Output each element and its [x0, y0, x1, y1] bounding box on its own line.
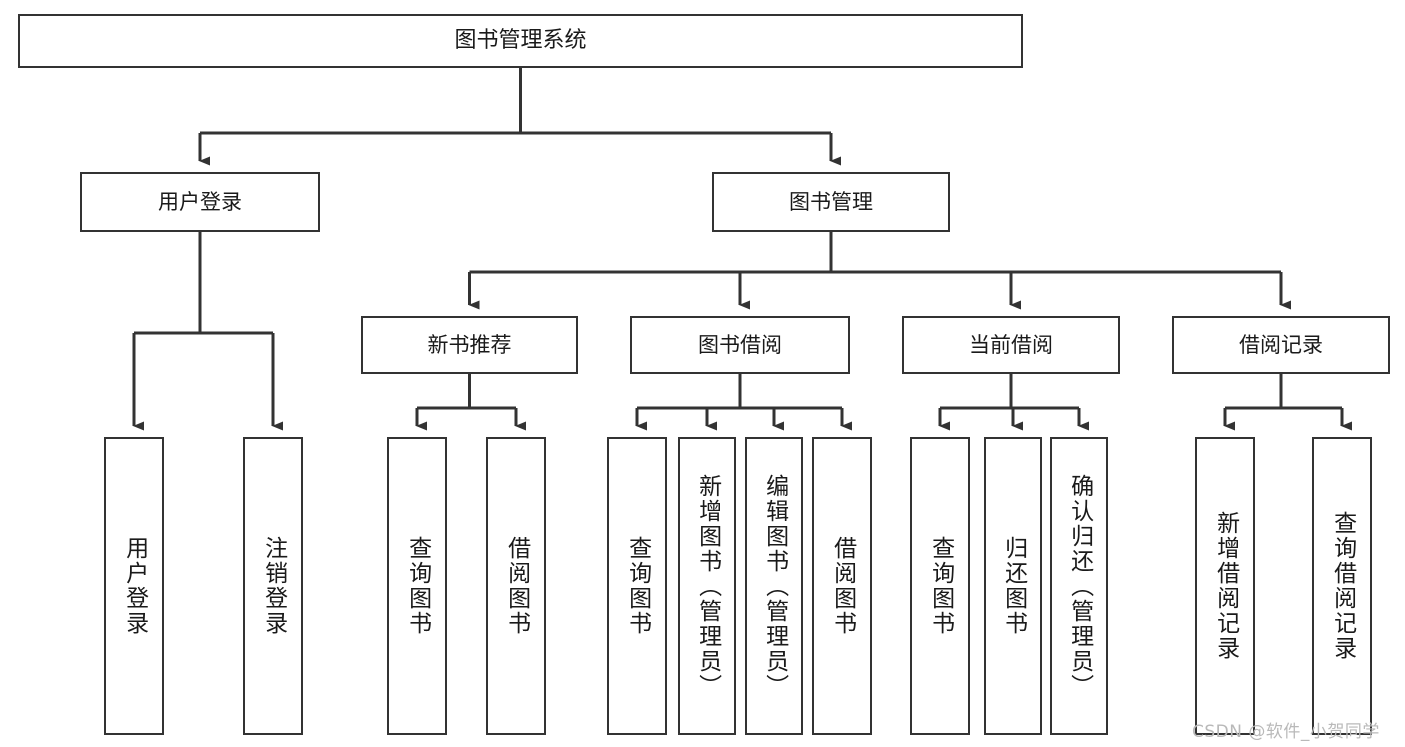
- node-label: 查询借阅记录: [1329, 511, 1356, 661]
- node-leaf-add-borrow-record[interactable]: 新增借阅记录: [1195, 437, 1255, 735]
- node-label: 用户登录: [158, 189, 242, 214]
- node-label: 注销登录: [260, 536, 287, 636]
- node-leaf-borrow-book-new[interactable]: 借阅图书: [486, 437, 546, 735]
- node-root-system[interactable]: 图书管理系统: [18, 14, 1023, 68]
- node-label: 查询图书: [404, 536, 431, 636]
- node-label: 借阅图书: [829, 536, 856, 636]
- node-label: 新增图书（管理员）: [694, 473, 721, 699]
- node-current-borrow[interactable]: 当前借阅: [902, 316, 1120, 374]
- node-label: 当前借阅: [969, 332, 1053, 357]
- node-leaf-query-book-borrow[interactable]: 查询图书: [607, 437, 667, 735]
- node-leaf-edit-book-admin[interactable]: 编辑图书（管理员）: [745, 437, 803, 735]
- node-label: 借阅图书: [503, 536, 530, 636]
- node-leaf-borrow-book[interactable]: 借阅图书: [812, 437, 872, 735]
- node-borrow-record[interactable]: 借阅记录: [1172, 316, 1390, 374]
- node-leaf-query-book-current[interactable]: 查询图书: [910, 437, 970, 735]
- node-label: 新增借阅记录: [1212, 511, 1239, 661]
- node-new-book-recommend[interactable]: 新书推荐: [361, 316, 578, 374]
- node-label: 查询图书: [624, 536, 651, 636]
- node-label: 图书借阅: [698, 332, 782, 357]
- node-label: 新书推荐: [427, 332, 512, 357]
- node-book-manage[interactable]: 图书管理: [712, 172, 950, 232]
- node-label: 图书管理系统: [454, 28, 587, 54]
- node-leaf-query-book-new[interactable]: 查询图书: [387, 437, 447, 735]
- node-leaf-confirm-return-admin[interactable]: 确认归还（管理员）: [1050, 437, 1108, 735]
- node-label: 确认归还（管理员）: [1066, 473, 1093, 699]
- node-leaf-logout-login[interactable]: 注销登录: [243, 437, 303, 735]
- node-label: 图书管理: [789, 189, 873, 214]
- node-leaf-query-borrow-record[interactable]: 查询借阅记录: [1312, 437, 1372, 735]
- node-book-borrow[interactable]: 图书借阅: [630, 316, 850, 374]
- node-label: 归还图书: [1000, 536, 1027, 636]
- node-leaf-return-book[interactable]: 归还图书: [984, 437, 1042, 735]
- node-leaf-add-book-admin[interactable]: 新增图书（管理员）: [678, 437, 736, 735]
- node-label: 编辑图书（管理员）: [761, 473, 788, 699]
- node-user-login[interactable]: 用户登录: [80, 172, 320, 232]
- node-label: 用户登录: [121, 536, 148, 636]
- node-label: 查询图书: [927, 536, 954, 636]
- node-leaf-user-login[interactable]: 用户登录: [104, 437, 164, 735]
- node-label: 借阅记录: [1239, 332, 1323, 357]
